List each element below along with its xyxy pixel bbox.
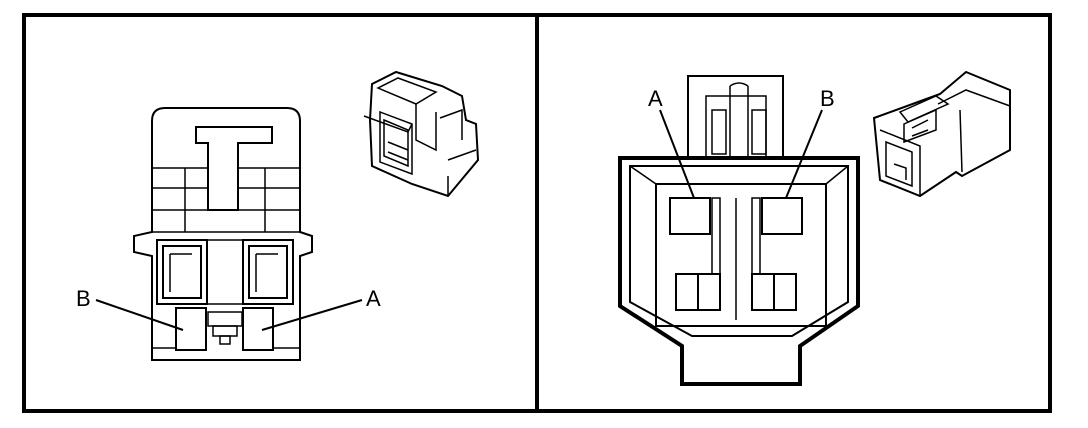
right-connector-isometric-thumbnail [872,70,1011,198]
callout-label: A [648,86,663,111]
callout-label: B [76,286,91,311]
left-connector-face-view [133,107,313,361]
callout-label: A [366,286,381,311]
left-connector-isometric-thumbnail [363,70,480,198]
callout-b-right-panel: B [785,86,835,199]
callout-a-left-panel: A [261,286,381,331]
callout-label: B [820,86,835,111]
callout-b-left-panel: B [76,286,184,331]
right-connector-face-view [618,75,860,386]
callout-a-right-panel: A [648,86,695,199]
